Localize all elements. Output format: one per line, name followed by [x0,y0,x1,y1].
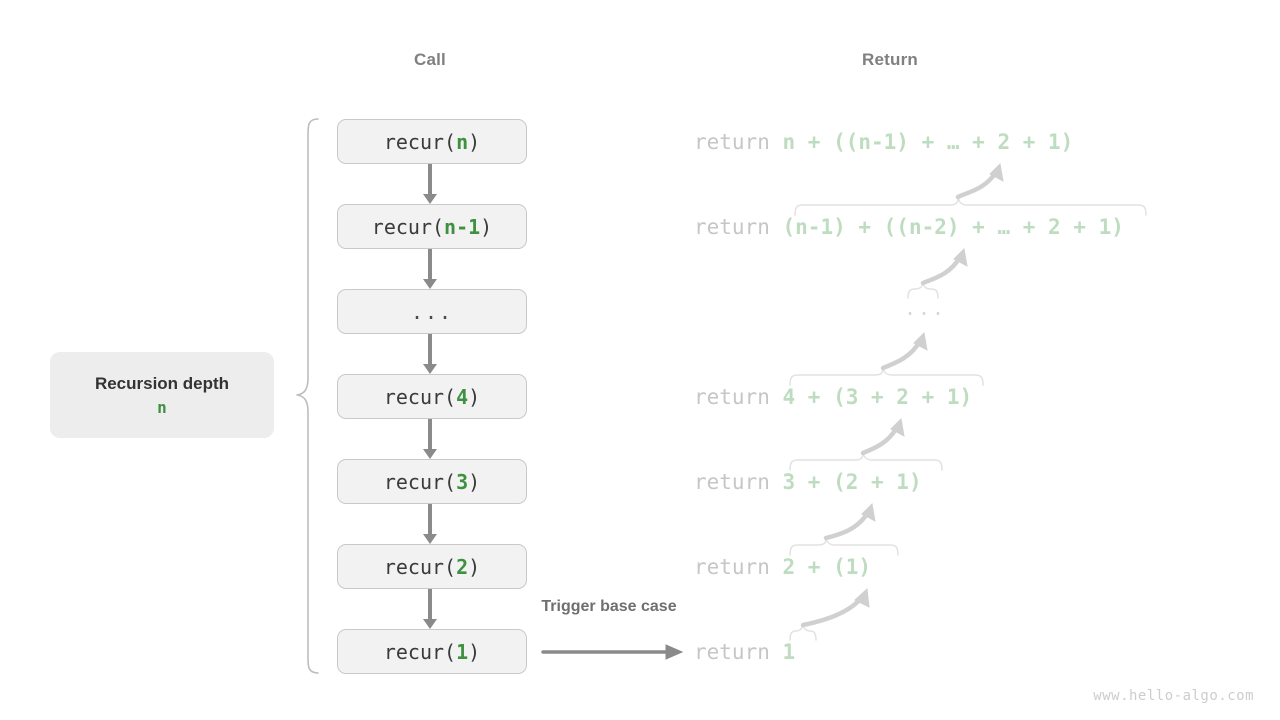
return-keyword: return [694,555,783,579]
call-box-recur-n-1[interactable]: recur(n-1) [337,204,527,249]
return-keyword: return [694,470,783,494]
call-box-label: recur(1) [383,639,481,664]
return-expression: 3 + (2 + 1) [782,470,922,494]
call-arrow-4 [428,419,432,450]
return-brace-arrow-6 [789,537,899,556]
return-keyword: return [694,640,783,664]
call-box-ellipsis[interactable]: ... [337,289,527,334]
call-arrow-1 [428,164,432,195]
recursion-depth-badge: Recursion depth n [50,352,274,438]
call-box-label: recur(4) [383,384,481,409]
return-keyword: return [694,385,783,409]
recursion-depth-brace [296,118,319,674]
return-brace-arrow-7 [789,624,817,641]
return-brace-arrow-4 [789,367,984,386]
recursion-depth-value: n [157,397,167,417]
call-box-label: recur(n) [383,129,481,154]
call-box-recur-4[interactable]: recur(4) [337,374,527,419]
call-box-label: recur(2) [383,554,481,579]
return-line-n: return n + ((n-1) + … + 2 + 1) [694,132,1073,153]
call-box-label: recur(3) [383,469,481,494]
call-arrow-2 [428,249,432,280]
call-box-recur-3[interactable]: recur(3) [337,459,527,504]
return-line-n-1: return (n-1) + ((n-2) + … + 2 + 1) [694,217,1124,238]
return-arrow-5 [860,417,905,456]
call-arrow-3 [428,334,432,365]
return-arrow-4 [880,331,928,371]
return-expression: (n-1) + ((n-2) + … + 2 + 1) [782,215,1124,239]
return-brace-arrow-2 [794,196,1147,216]
watermark: www.hello-algo.com [1093,688,1254,704]
return-line-4: return 4 + (3 + 2 + 1) [694,387,972,408]
return-expression: 2 + (1) [782,555,872,579]
call-box-recur-1[interactable]: recur(1) [337,629,527,674]
call-box-label: recur(n-1) [371,214,493,239]
trigger-base-case-arrow [541,644,684,660]
return-arrow-7 [800,587,870,628]
column-header-return: Return [862,50,918,69]
return-arrow-6 [823,502,876,541]
call-box-recur-n[interactable]: recur(n) [337,119,527,164]
return-expression: 1 [782,640,796,664]
return-arrow-mid [920,247,968,286]
call-arrow-6 [428,589,432,620]
trigger-base-case-label: Trigger base case [541,598,677,615]
call-box-recur-2[interactable]: recur(2) [337,544,527,589]
return-ellipsis: ... [903,296,947,320]
call-box-label: ... [410,299,454,324]
return-line-1: return 1 [694,642,795,663]
return-keyword: return [694,215,783,239]
call-arrow-5 [428,504,432,535]
return-arrow-2 [955,162,1004,200]
return-line-2: return 2 + (1) [694,557,871,578]
return-expression: n + ((n-1) + … + 2 + 1) [782,130,1074,154]
return-keyword: return [694,130,783,154]
return-line-3: return 3 + (2 + 1) [694,472,922,493]
return-brace-arrow-5 [789,452,943,471]
column-header-call: Call [414,50,446,69]
recursion-depth-title: Recursion depth [94,373,230,393]
return-expression: 4 + (3 + 2 + 1) [782,385,973,409]
